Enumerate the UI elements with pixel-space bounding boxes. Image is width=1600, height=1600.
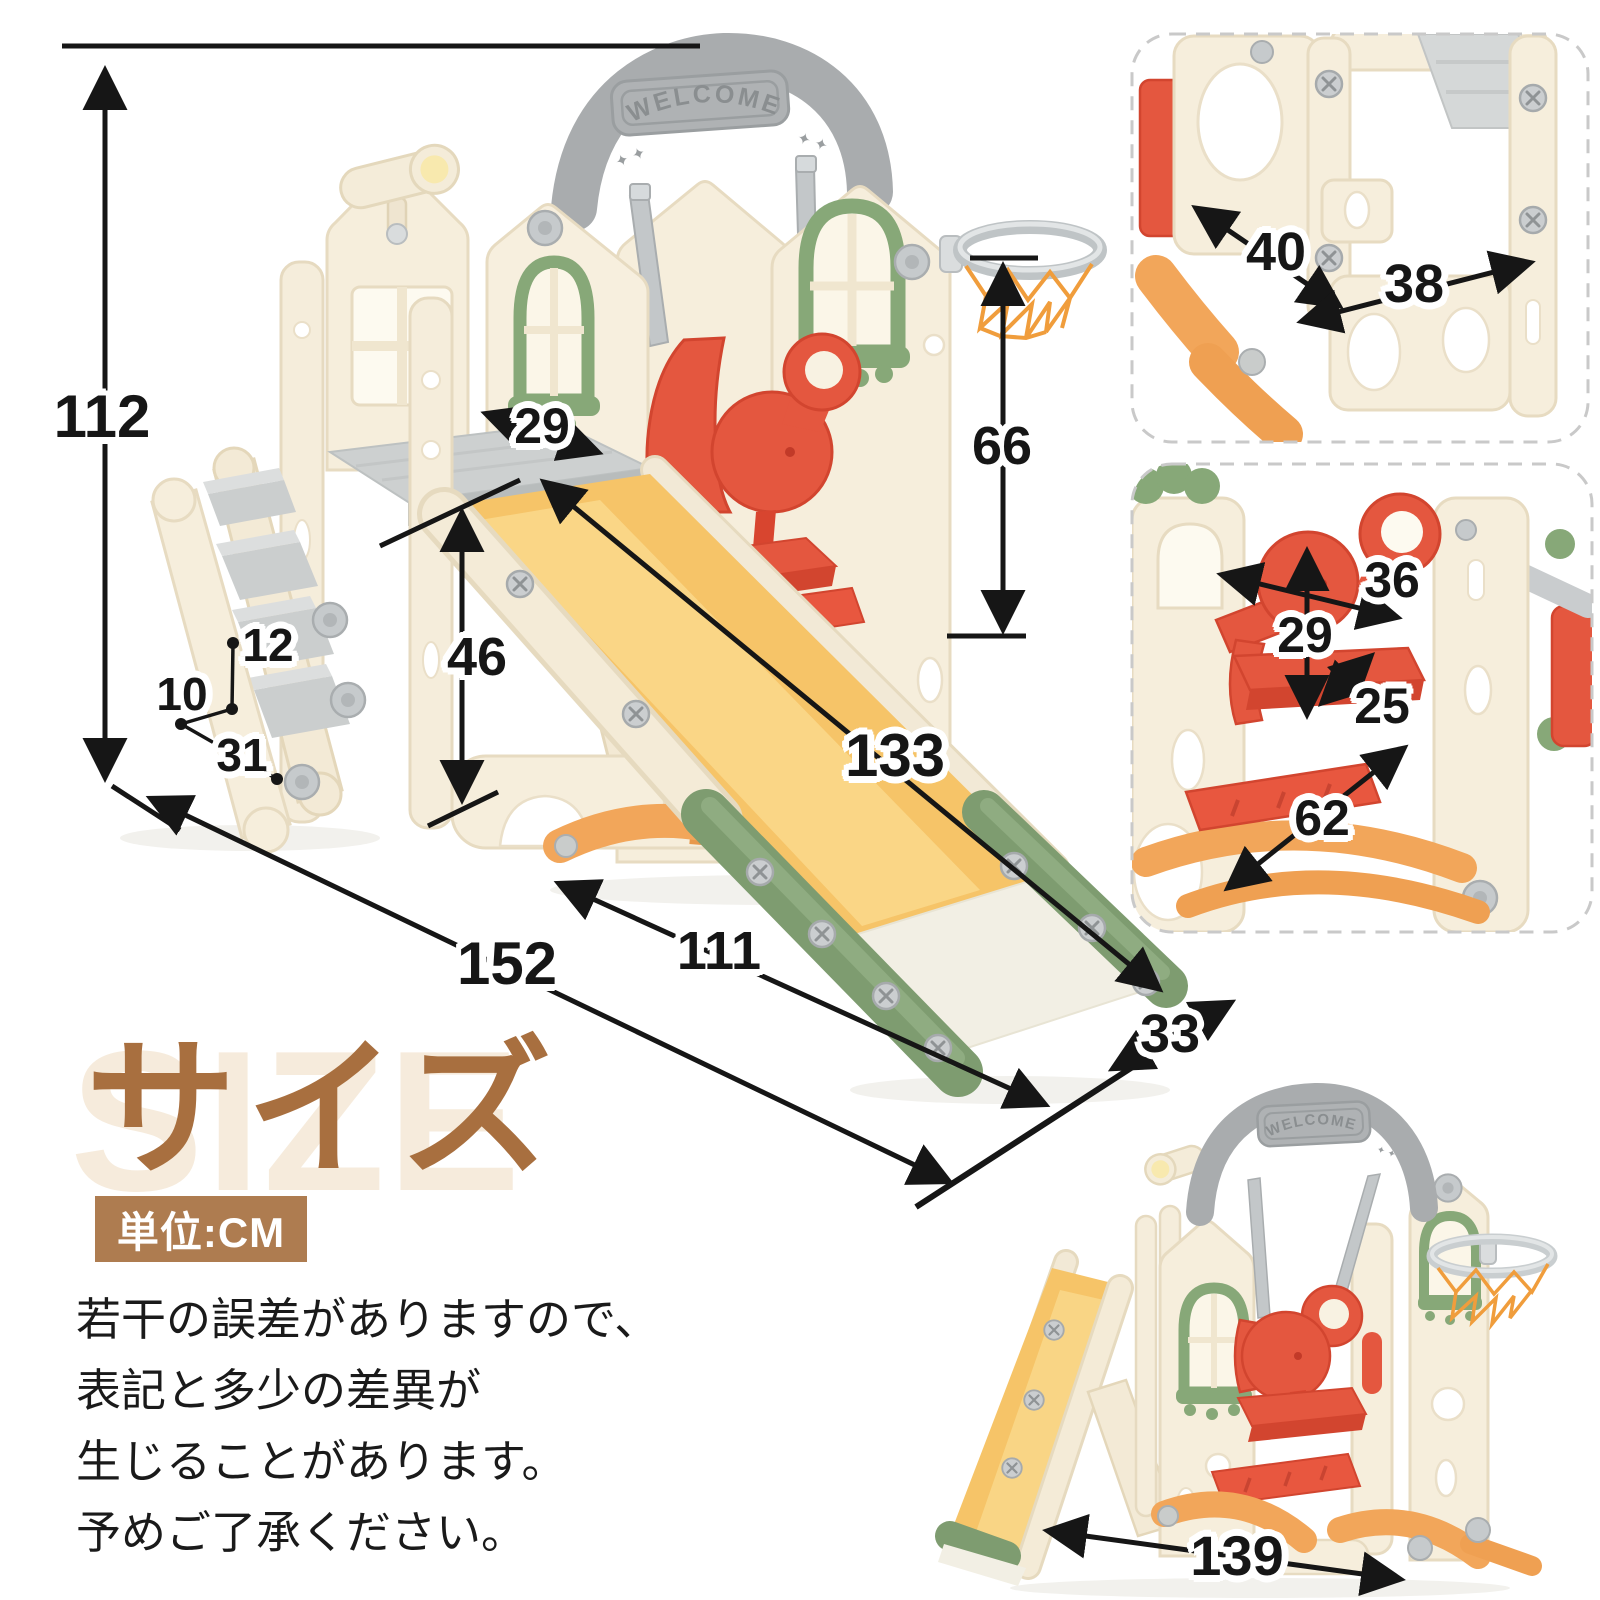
- dim-base-depth: 40: [1245, 222, 1307, 282]
- hoop-rim: [953, 220, 1107, 280]
- dim-seat-height: 29: [1277, 607, 1333, 663]
- note-line-3: 生じることがあります。: [76, 1436, 567, 1488]
- telescope: [339, 143, 460, 245]
- dim-seat-depth: 25: [1354, 678, 1410, 734]
- dimline-139: [1042, 1513, 1406, 1597]
- dimline-111: [553, 879, 1051, 1109]
- dim-base-length: 62: [1294, 790, 1350, 846]
- ext-46-top: [378, 477, 522, 549]
- dimline-25: [1317, 652, 1376, 707]
- dimline-38: [1296, 250, 1536, 334]
- dim-slide-length: 133: [844, 722, 946, 789]
- dim-platform-width: 29: [514, 398, 570, 454]
- dim-seat-width: 36: [1364, 552, 1420, 608]
- rear-periscope: [1144, 1144, 1206, 1186]
- welcome-arch: WELCOME ✦ ✦ ✦ ✦: [551, 32, 893, 231]
- dim-step-height: 12: [242, 619, 294, 671]
- dim-platform-height: 46: [446, 627, 508, 687]
- dim-rear-width: 139: [1190, 1524, 1284, 1587]
- ext-slide-end: [914, 1054, 1150, 1210]
- arch-stars-left: ✦ ✦: [613, 144, 648, 171]
- rear-welcome-arch: WELCOME ✦ ✦: [1186, 1082, 1438, 1226]
- page-title: サイズ: [86, 1025, 562, 1193]
- welcome-plate: [609, 69, 791, 137]
- arch-stars-right: ✦ ✦: [795, 130, 830, 156]
- rear-right-panel: [1408, 1173, 1490, 1562]
- unit-badge: 単位:CM: [95, 1196, 307, 1262]
- dim-slide-run-length: 111: [676, 921, 762, 981]
- dim-step-width: 31: [216, 729, 268, 781]
- rear-basketball-hoop: [1426, 1233, 1558, 1331]
- inset-base-closeup: [1130, 32, 1590, 444]
- size-watermark: SIZE: [70, 1010, 523, 1233]
- note-line-1: 若干の誤差がありますので、: [76, 1294, 660, 1345]
- dimline-29: [480, 405, 604, 461]
- inset-border: [1130, 462, 1594, 934]
- dim-slide-end-width: 33: [1139, 1004, 1201, 1064]
- dim-hoop-height: 66: [971, 416, 1033, 476]
- dim-total-height: 112: [53, 383, 151, 450]
- steps: [150, 446, 367, 854]
- dimline-152: [145, 795, 955, 1185]
- main-view: WELCOME ✦ ✦ ✦ ✦: [120, 32, 1188, 1104]
- dimline-33: [1107, 999, 1237, 1072]
- step-treads: [203, 468, 350, 738]
- step-leaders: [180, 642, 278, 781]
- note-line-4: 予めご了承ください。: [76, 1507, 527, 1559]
- note-line-2: 表記と多少の差異が: [76, 1365, 482, 1417]
- basketball-hoop: [939, 220, 1107, 341]
- dimension-lines: [62, 43, 1536, 1597]
- dimline-133: [539, 478, 1164, 993]
- inset-border: [1130, 32, 1590, 444]
- rear-swing: [1210, 1173, 1382, 1506]
- rear-view: WELCOME ✦ ✦: [935, 1082, 1558, 1598]
- dim-step-depth: 10: [156, 668, 208, 720]
- leader-dots: [175, 637, 283, 785]
- dim-total-length: 152: [456, 930, 558, 997]
- dimline-62: [1223, 744, 1409, 892]
- dim-base-width: 38: [1383, 254, 1445, 314]
- disclaimer-note: 若干の誤差がありますので、 表記と多少の差異が 生じることがあります。 予めご了…: [76, 1284, 676, 1568]
